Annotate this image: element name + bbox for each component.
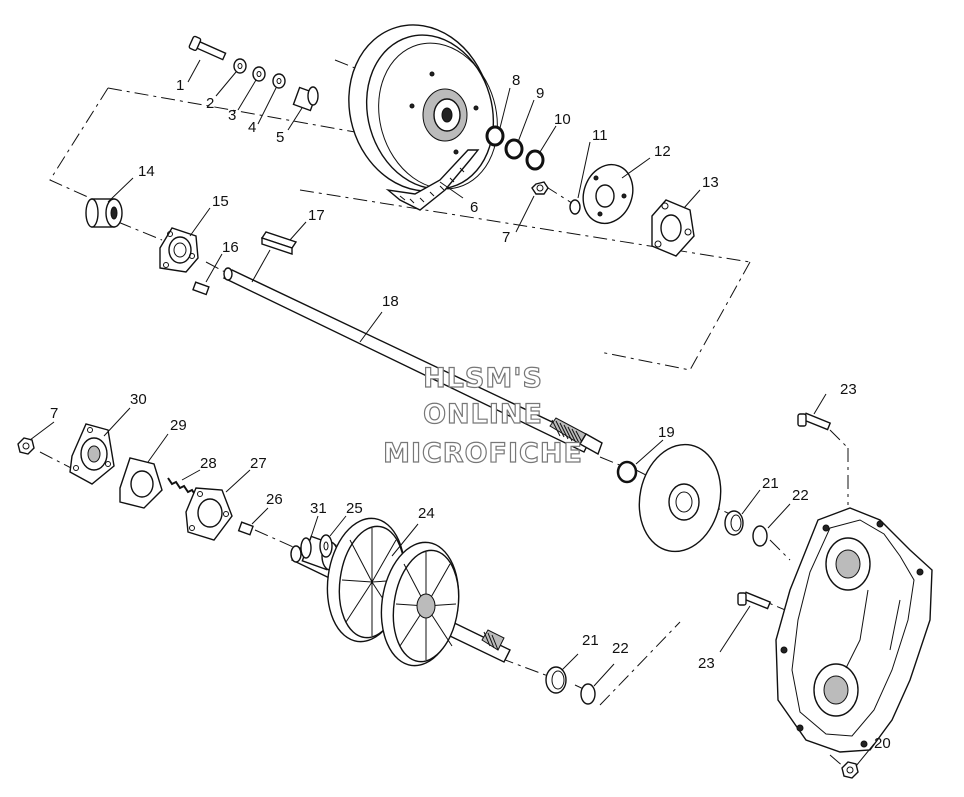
part-28-spring [167, 477, 197, 497]
part-22-seal-lower [580, 683, 596, 705]
part-14-bearing [85, 198, 123, 228]
watermark: HLSM'S ONLINE MICROFICHE [382, 362, 583, 469]
watermark-line-2: ONLINE [423, 399, 543, 430]
callout-27: 27 [250, 455, 267, 472]
part-9-ring [504, 138, 524, 160]
part-19-snap-ring [616, 460, 638, 484]
callout-8: 8 [512, 72, 520, 89]
part-7-nut-top [531, 181, 549, 195]
part-17-key [260, 231, 298, 255]
callout-21-upper: 21 [762, 475, 779, 492]
callout-1: 1 [176, 77, 184, 94]
callout-23-upper: 23 [840, 381, 857, 398]
part-30-bearing-cap [69, 423, 115, 485]
part-21-bearing-lower [545, 666, 567, 694]
part-sprocket-disk [638, 443, 722, 553]
callout-17: 17 [308, 207, 325, 224]
part-31-bearing [300, 537, 312, 559]
part-13-flange [651, 199, 695, 257]
part-7-nut-left [17, 437, 35, 455]
leader-lines [29, 59, 875, 767]
part-11-washer [569, 199, 581, 215]
part-23-bolt-upper [797, 412, 832, 431]
part-5-bushing [292, 86, 319, 112]
callout-28: 28 [200, 455, 217, 472]
callout-4: 4 [248, 119, 256, 136]
part-1-bolt [188, 35, 227, 61]
part-27-flange [185, 487, 233, 541]
callout-26: 26 [266, 491, 283, 508]
callout-29: 29 [170, 417, 187, 434]
part-3-washer [252, 66, 266, 82]
callout-15: 15 [212, 193, 229, 210]
callout-20: 20 [874, 735, 891, 752]
part-4-washer [272, 73, 286, 89]
callout-2: 2 [206, 95, 214, 112]
callout-10: 10 [554, 111, 571, 128]
callout-21-lower: 21 [582, 632, 599, 649]
part-22-seal-upper [752, 525, 768, 547]
part-29-gasket [119, 457, 163, 509]
part-16-bolt [192, 281, 210, 296]
callout-3: 3 [228, 107, 236, 124]
callout-22-lower: 22 [612, 640, 629, 657]
part-15-flange [159, 227, 199, 273]
callout-13: 13 [702, 174, 719, 191]
callout-25: 25 [346, 500, 363, 517]
part-21-bearing-upper [724, 510, 744, 536]
callout-14: 14 [138, 163, 155, 180]
callout-7-left: 7 [50, 405, 58, 422]
callout-16: 16 [222, 239, 239, 256]
part-12-plate [582, 163, 634, 225]
callout-23-lower: 23 [698, 655, 715, 672]
callout-18: 18 [382, 293, 399, 310]
callout-6: 6 [470, 199, 478, 216]
part-20-nut [841, 761, 859, 779]
part-26-plug [237, 521, 254, 536]
part-2-washer [233, 58, 247, 74]
callout-5: 5 [276, 129, 284, 146]
callout-24: 24 [418, 505, 435, 522]
part-25-bearing [319, 534, 333, 558]
callout-31: 31 [310, 500, 327, 517]
callout-12: 12 [654, 143, 671, 160]
callout-7-top: 7 [502, 229, 510, 246]
part-24-drive-assembly [290, 517, 511, 667]
part-10-ring [525, 149, 545, 171]
part-8-ring [485, 125, 505, 147]
part-chaincase-housing [775, 507, 933, 753]
callout-30: 30 [130, 391, 147, 408]
part-23-bolt-lower [737, 591, 772, 610]
part-18-jackshaft [222, 267, 603, 456]
callout-11: 11 [592, 127, 608, 144]
watermark-line-1: HLSM'S [423, 363, 543, 394]
watermark-line-3: MICROFICHE [383, 438, 583, 469]
callout-19: 19 [658, 424, 675, 441]
callout-22-upper: 22 [792, 487, 809, 504]
callout-labels: 1 2 3 4 5 6 7 8 9 10 11 12 13 14 15 16 1… [50, 72, 891, 752]
part-6-driven-sheave [348, 24, 498, 211]
callout-9: 9 [536, 85, 544, 102]
